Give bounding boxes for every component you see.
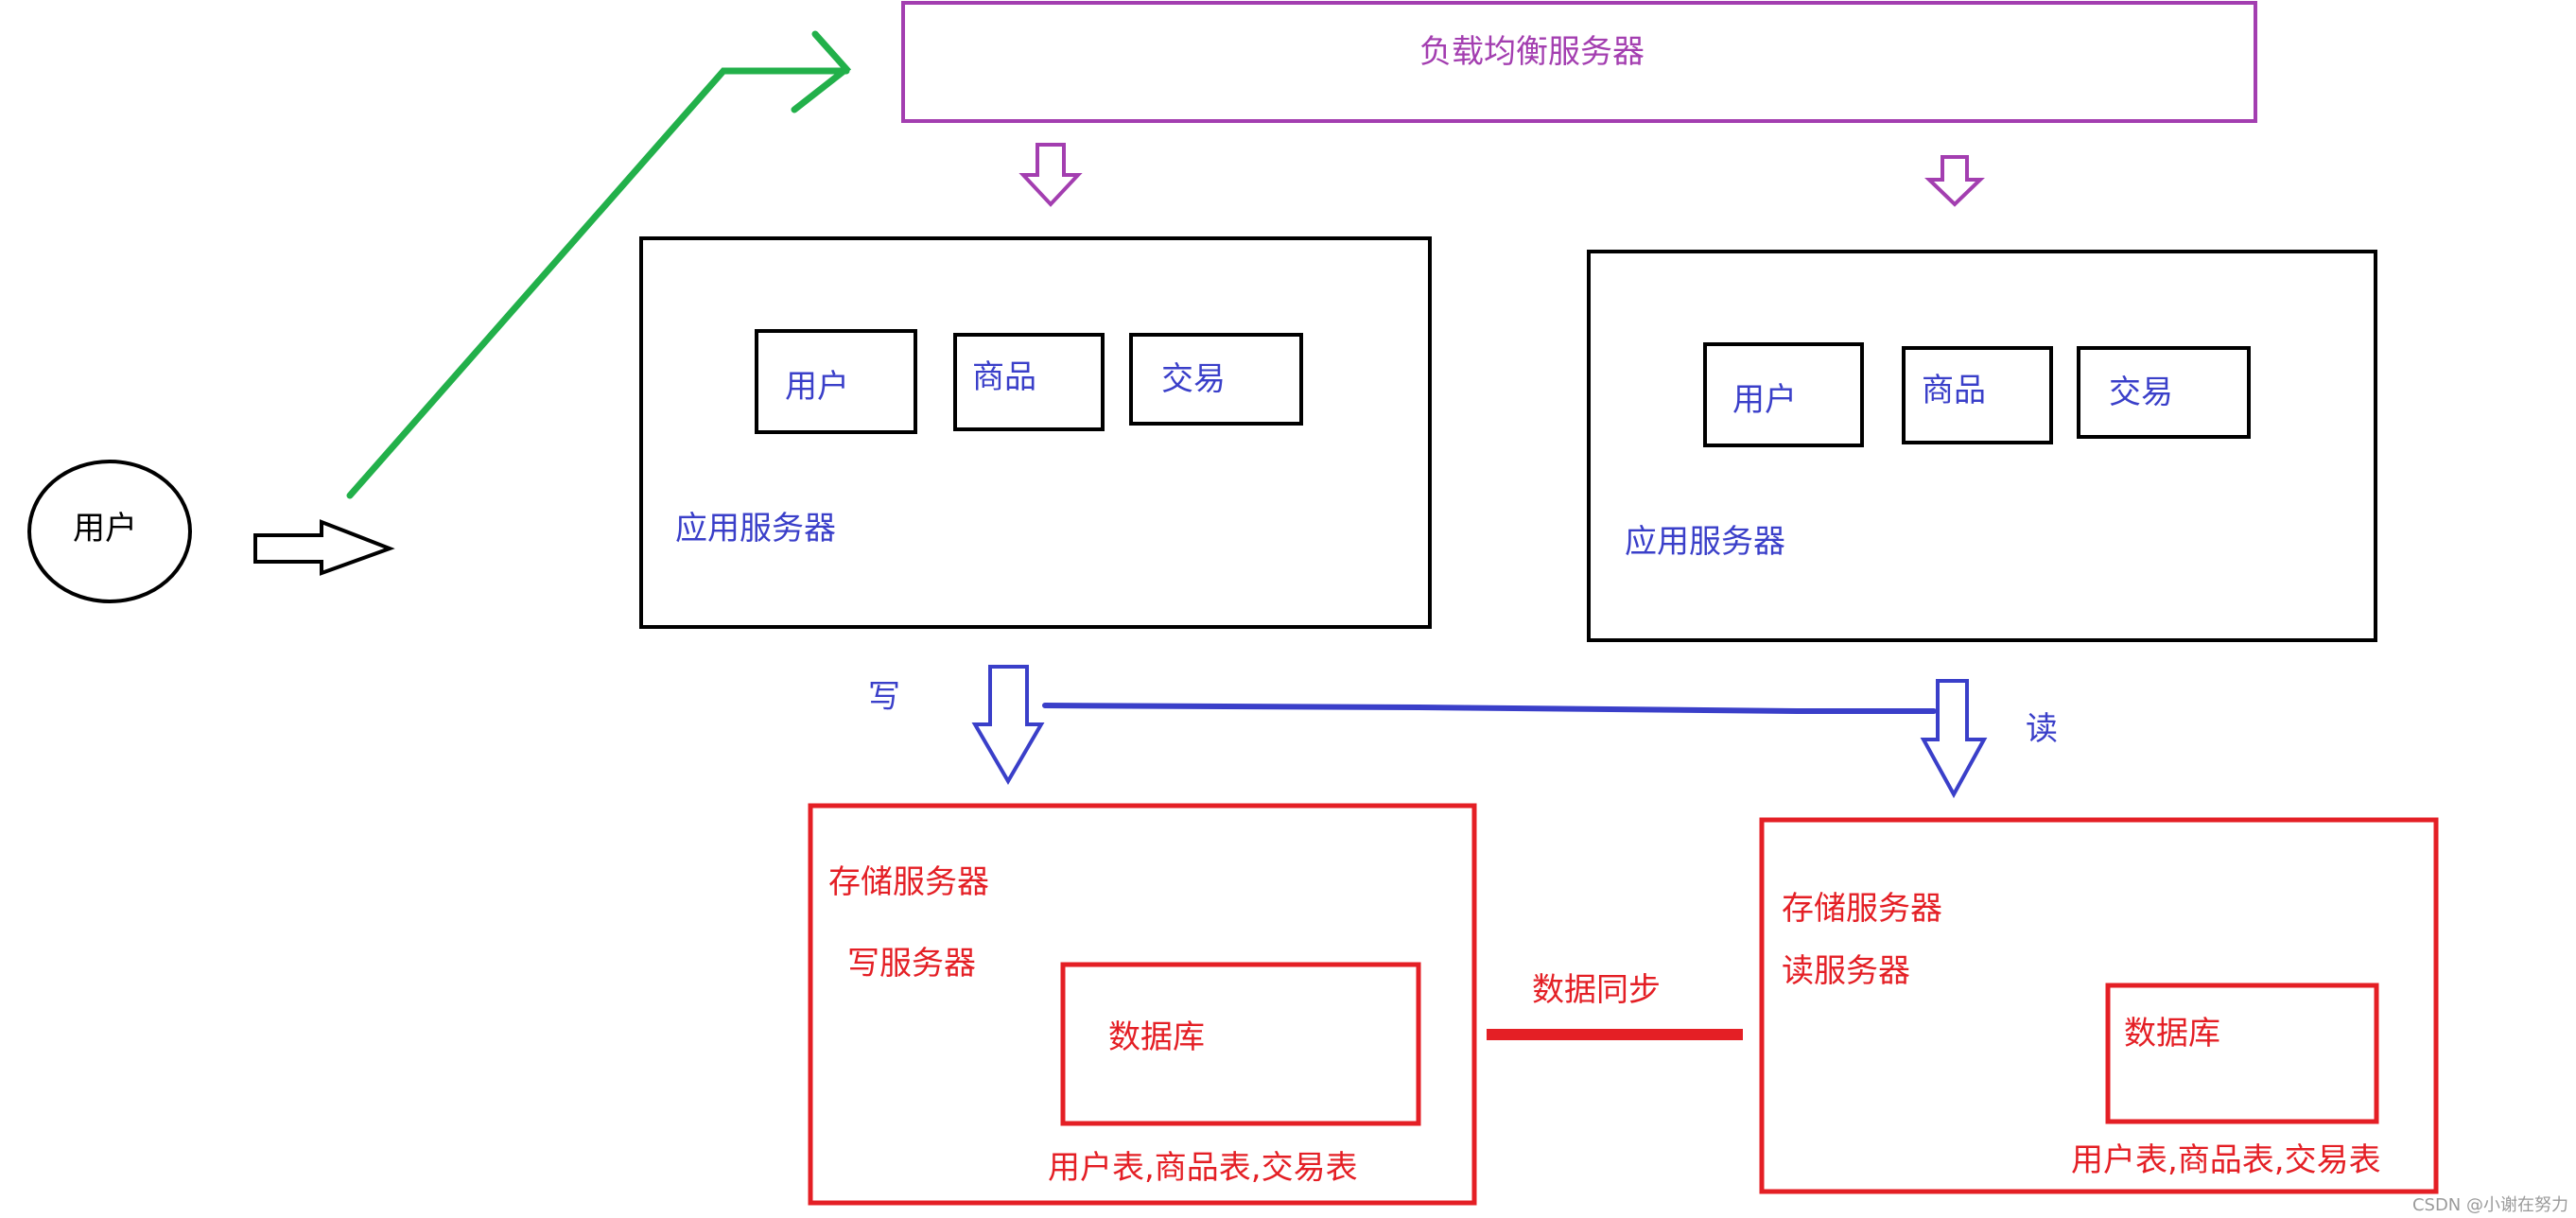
lb-to-app-left-arrow	[1018, 143, 1083, 207]
write-arrow	[971, 665, 1045, 785]
storage-write-subtitle: 写服务器	[847, 945, 976, 983]
watermark-text: CSDN @小谢在努力	[2412, 1195, 2568, 1215]
green-arrow-line	[346, 67, 850, 499]
load-balancer-box	[901, 1, 2257, 123]
storage-write-title: 存储服务器	[828, 863, 989, 901]
module-label-user: 用户	[1732, 381, 1797, 419]
storage-read-server: 存储服务器 读服务器 数据库 用户表,商品表,交易表	[1759, 817, 2439, 1194]
module-label-goods: 商品	[1922, 372, 1986, 409]
module-box-trade	[2077, 346, 2251, 439]
green-arrow-head	[791, 30, 852, 113]
module-box-trade	[1129, 333, 1303, 426]
user-node-ellipse	[27, 460, 192, 603]
green-request-arrow	[346, 30, 852, 499]
user-node-label: 用户	[73, 510, 137, 548]
module-label-user: 用户	[785, 368, 849, 406]
module-box-user	[755, 329, 917, 434]
app-server-right: 用户 商品 交易 应用服务器	[1587, 250, 2377, 642]
module-label-trade: 交易	[1161, 360, 1226, 398]
storage-read-box	[1759, 817, 2439, 1194]
app-server-right-label: 应用服务器	[1625, 523, 1785, 561]
module-label-goods: 商品	[972, 358, 1036, 396]
module-box-goods	[953, 333, 1105, 431]
module-box-user	[1703, 342, 1864, 447]
database-label-read: 数据库	[2124, 1015, 2220, 1053]
database-label-write: 数据库	[1108, 1018, 1205, 1056]
read-arrow	[1920, 679, 1988, 799]
load-balancer-label: 负载均衡服务器	[1419, 33, 1645, 71]
write-read-link-line	[1042, 703, 1937, 714]
storage-write-box	[808, 803, 1477, 1206]
lb-to-app-right-arrow	[1924, 155, 1985, 207]
app-server-left-label: 应用服务器	[675, 510, 836, 548]
storage-read-subtitle: 读服务器	[1782, 952, 1910, 990]
load-balancer: 负载均衡服务器	[901, 1, 2257, 123]
user-node: 用户	[27, 460, 192, 603]
database-box-read	[2105, 983, 2379, 1124]
tables-label-read: 用户表,商品表,交易表	[2071, 1141, 2381, 1179]
module-label-trade: 交易	[2109, 374, 2173, 411]
app-server-right-box	[1587, 250, 2377, 642]
read-label: 读	[2026, 710, 2058, 748]
storage-read-title: 存储服务器	[1782, 890, 1942, 928]
tables-label-write: 用户表,商品表,交易表	[1048, 1149, 1358, 1187]
database-box-write	[1060, 962, 1421, 1126]
module-box-goods	[1902, 346, 2053, 444]
app-server-left-box	[639, 236, 1432, 629]
write-label: 写	[868, 678, 900, 716]
data-sync-label: 数据同步	[1532, 971, 1661, 1009]
app-server-left: 用户 商品 交易 应用服务器	[639, 236, 1432, 629]
user-flow-arrow	[253, 519, 395, 576]
storage-write-server: 存储服务器 写服务器 数据库 用户表,商品表,交易表	[808, 803, 1477, 1206]
